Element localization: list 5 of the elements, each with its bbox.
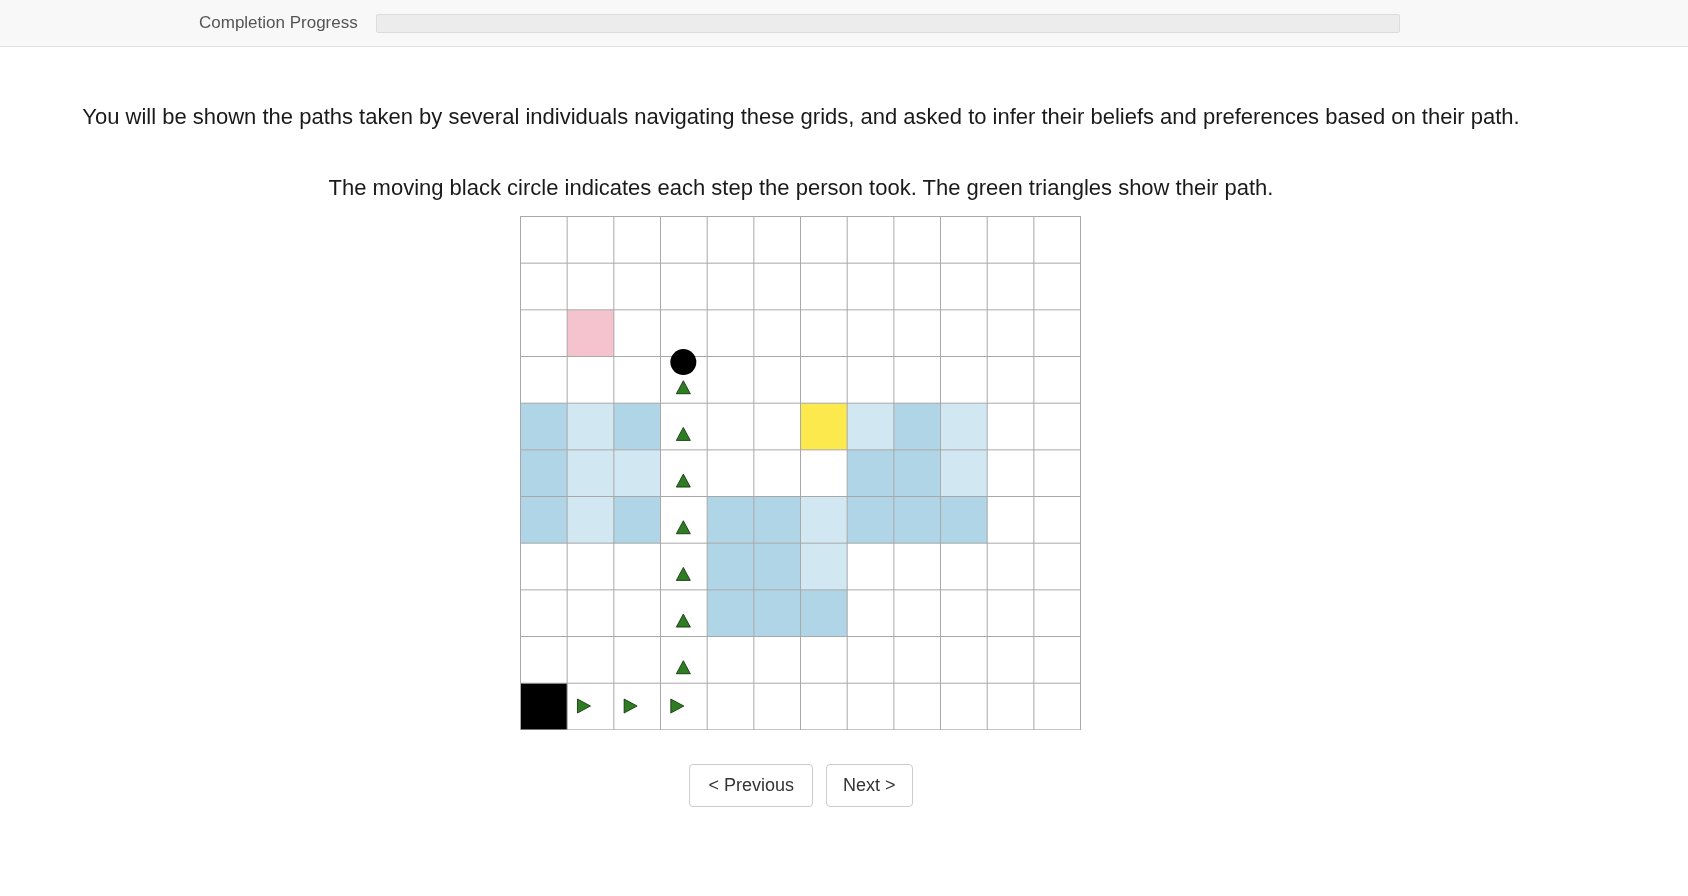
- instruction-text: The moving black circle indicates each step the person took. The green triangles show their path.: [328, 175, 1274, 201]
- intro-text: You will be shown the paths taken by several individuals navigating these grids, and asked to infer their beliefs and preferences based on their path.: [82, 104, 1520, 130]
- next-button: Next >: [826, 764, 913, 808]
- progress-label: Completion Progress: [199, 12, 358, 35]
- previous-button: < Previous: [689, 764, 813, 808]
